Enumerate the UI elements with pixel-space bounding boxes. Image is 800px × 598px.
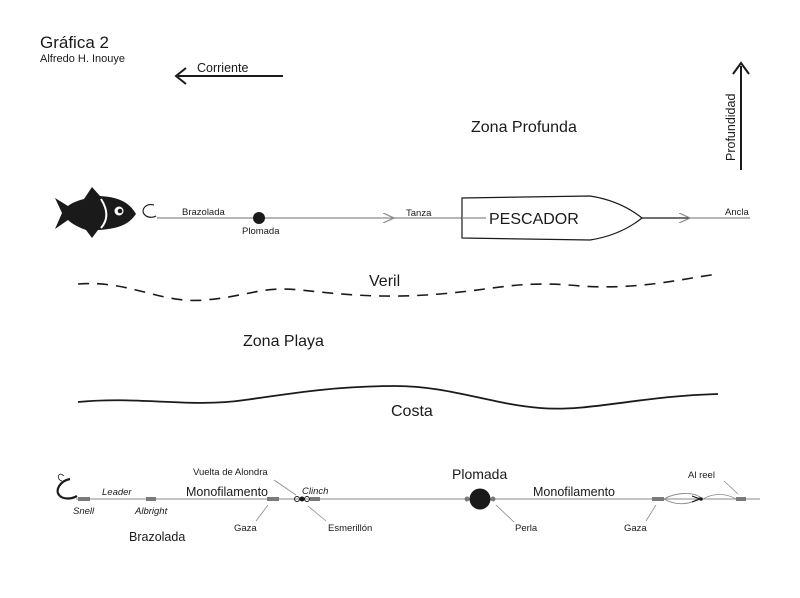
reel-loop-icon [702,494,737,500]
top-line-label: Tanza [406,208,432,219]
anchor-label: Ancla [725,207,749,218]
loop-left-pointer [255,504,269,522]
depth-arrow [732,61,750,170]
current-arrow [174,67,283,85]
loop-right-label: Gaza [624,523,647,534]
top-sinker [253,212,265,224]
figure-author: Alfredo H. Inouye [40,53,125,65]
reel-label: Al reel [688,470,715,481]
top-hook-icon [142,204,157,218]
boat-icon [461,195,643,241]
mono-right-label: Monofilamento [533,485,615,499]
swivel-ring [304,496,310,502]
reel-pointer [723,480,739,495]
snell-label: Snell [73,506,95,517]
bead-label: Perla [515,523,538,534]
figure-title: Gráfica 2 [40,33,109,52]
leader-assembly-label: Brazolada [129,530,185,544]
sinker-stop [464,496,470,502]
shoreline [77,385,719,410]
swivel-label: Esmerillón [328,523,372,534]
swivel-pointer [307,505,327,522]
zone-shore-label: Costa [391,403,433,420]
reel-knot [736,497,746,501]
zone-deep-label: Zona Profunda [471,119,577,136]
loop-junction [699,497,703,501]
leader-label: Leader [102,487,132,498]
swivel-icon [299,496,305,502]
clinch-knot [310,497,320,501]
top-leader-label: Brazolada [182,207,225,218]
boat-label: PESCADOR [489,211,579,228]
snell-wrap [58,473,65,482]
bead-pointer [495,504,515,523]
loop-left-label: Gaza [234,523,257,534]
bottom-hook-icon [56,477,78,500]
right-loop-icon [663,493,701,505]
depth-label: Profundidad [724,94,738,161]
zone-dropoff-label: Veril [369,273,400,290]
top-sinker-label: Plomada [242,226,280,237]
albright-label: Albright [134,506,168,517]
albright-knot [146,497,156,501]
left-loop-knot [267,497,279,501]
lark-knot-label: Vuelta de Alondra [193,467,268,478]
lark-knot-pointer [273,479,297,496]
snell-knot [78,497,90,501]
clinch-label: Clinch [302,486,328,497]
zone-shallow-label: Zona Playa [243,333,324,350]
current-label: Corriente [197,61,248,75]
bottom-sinker [469,488,491,510]
loop-right-pointer [645,504,657,522]
bottom-sinker-label: Plomada [452,466,507,482]
bead-icon [490,496,496,502]
fish-icon [55,187,136,238]
right-loop-knot [652,497,664,501]
mono-left-label: Monofilamento [186,485,268,499]
